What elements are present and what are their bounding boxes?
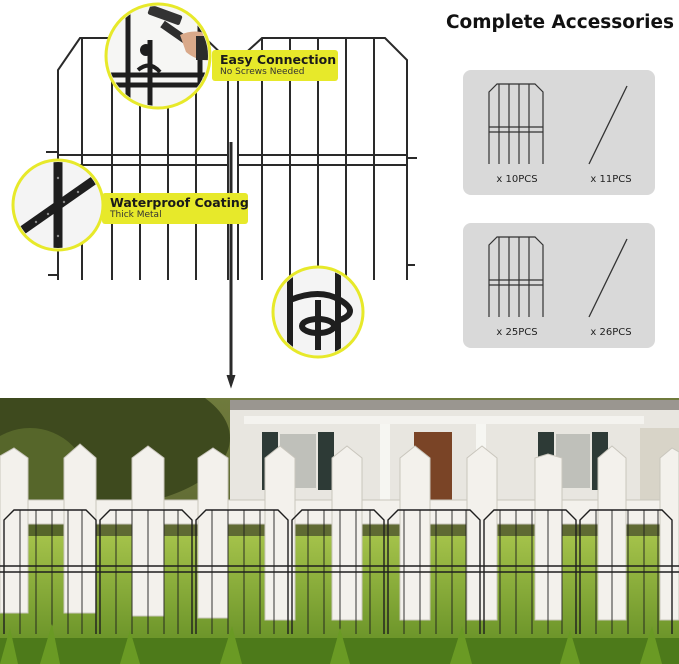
panel-quantity: x 25PCS [496,327,538,338]
hand-icon [180,31,208,61]
page-title: Complete Accessories [445,12,675,33]
stake-quantity: x 11PCS [590,174,632,185]
stake-icon [588,238,628,318]
easy-connection-zoom [104,2,212,110]
garden-scene-photo [0,398,679,664]
panel-quantity: x 10PCS [496,174,538,185]
hook-zoom [271,265,365,359]
fence-panel-icon [488,83,544,164]
waterproof-zoom [11,158,105,252]
hammer-icon [147,6,188,44]
fence-panel-icon [488,236,544,317]
waterproof-subtitle: Thick Metal [110,210,162,220]
easy-connection-subtitle: No Screws Needed [220,67,305,77]
easy-connection-badge: Easy Connection No Screws Needed [212,50,338,81]
product-diagram-area: Easy Connection No Screws Needed Waterpr… [11,2,675,389]
accessory-card: x 10PCS x 11PCS [463,70,655,195]
waterproof-badge: Waterproof Coating Thick Metal [102,193,249,224]
accessory-card: x 25PCS x 26PCS [463,223,655,348]
waterproof-title: Waterproof Coating [110,195,249,210]
stake-quantity: x 26PCS [590,327,632,338]
stake-icon [588,85,628,165]
easy-connection-title: Easy Connection [220,52,337,67]
garden-scene [0,398,679,664]
